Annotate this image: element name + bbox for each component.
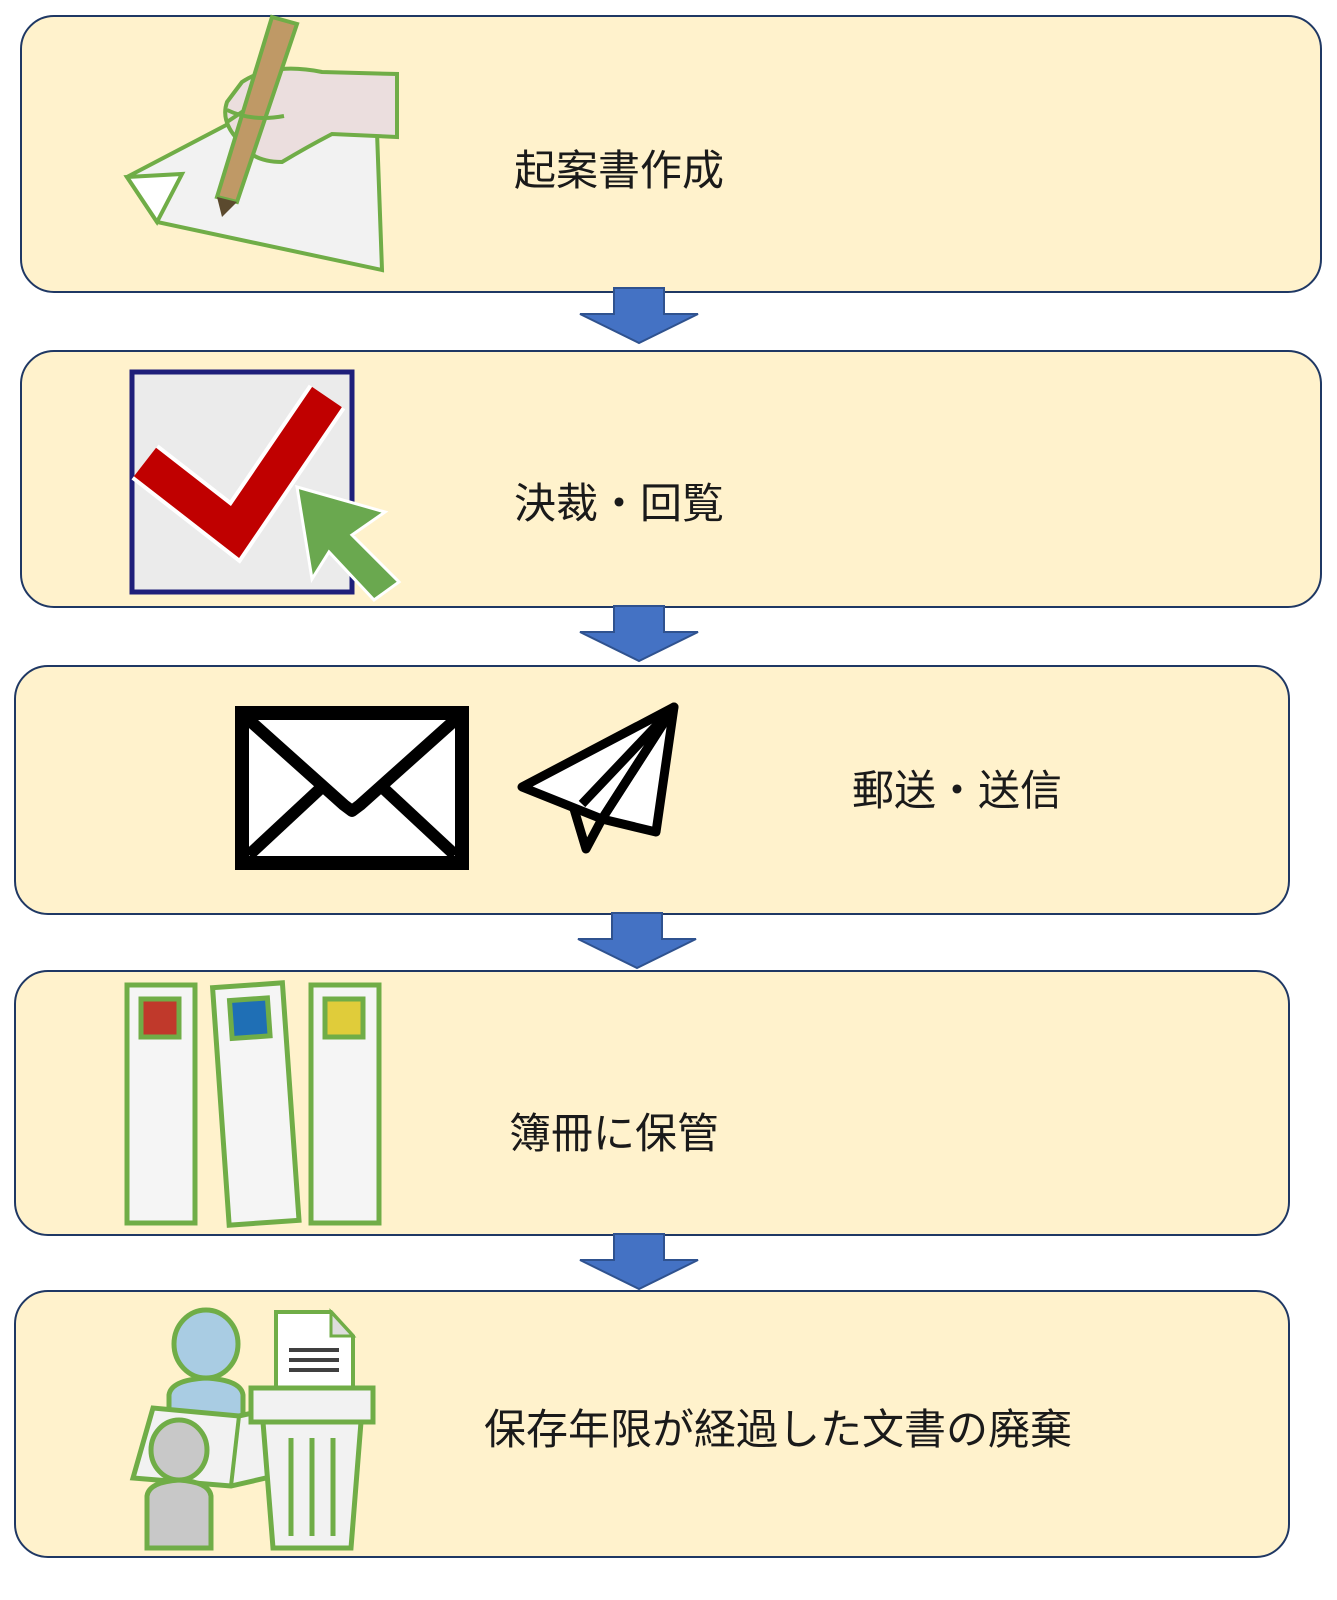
step-5-box: 保存年限が経過した文書の廃棄 [14,1290,1290,1558]
down-arrow-2 [579,605,699,663]
down-arrow-4 [579,1233,699,1291]
step-2-label: 決裁・回覧 [514,479,725,528]
step-1-box: 起案書作成 [20,14,1322,293]
down-arrow-1 [579,287,699,345]
checkbox-click-icon [129,369,402,602]
step-1-label: 起案書作成 [514,146,725,195]
step-3-box: 郵送・送信 [14,665,1290,915]
step-5-label: 保存年限が経過した文書の廃棄 [484,1405,1073,1454]
down-arrow-3 [577,912,697,970]
hand-writing-icon [123,14,399,273]
paper-plane-icon [517,702,679,854]
binders-icon [124,980,382,1228]
step-4-label: 簿冊に保管 [509,1109,720,1158]
people-trash-document-icon [129,1307,376,1551]
step-3-label: 郵送・送信 [852,766,1063,815]
envelope-icon [235,706,469,870]
step-2-box: 決裁・回覧 [20,350,1322,608]
step-4-box: 簿冊に保管 [14,970,1290,1236]
